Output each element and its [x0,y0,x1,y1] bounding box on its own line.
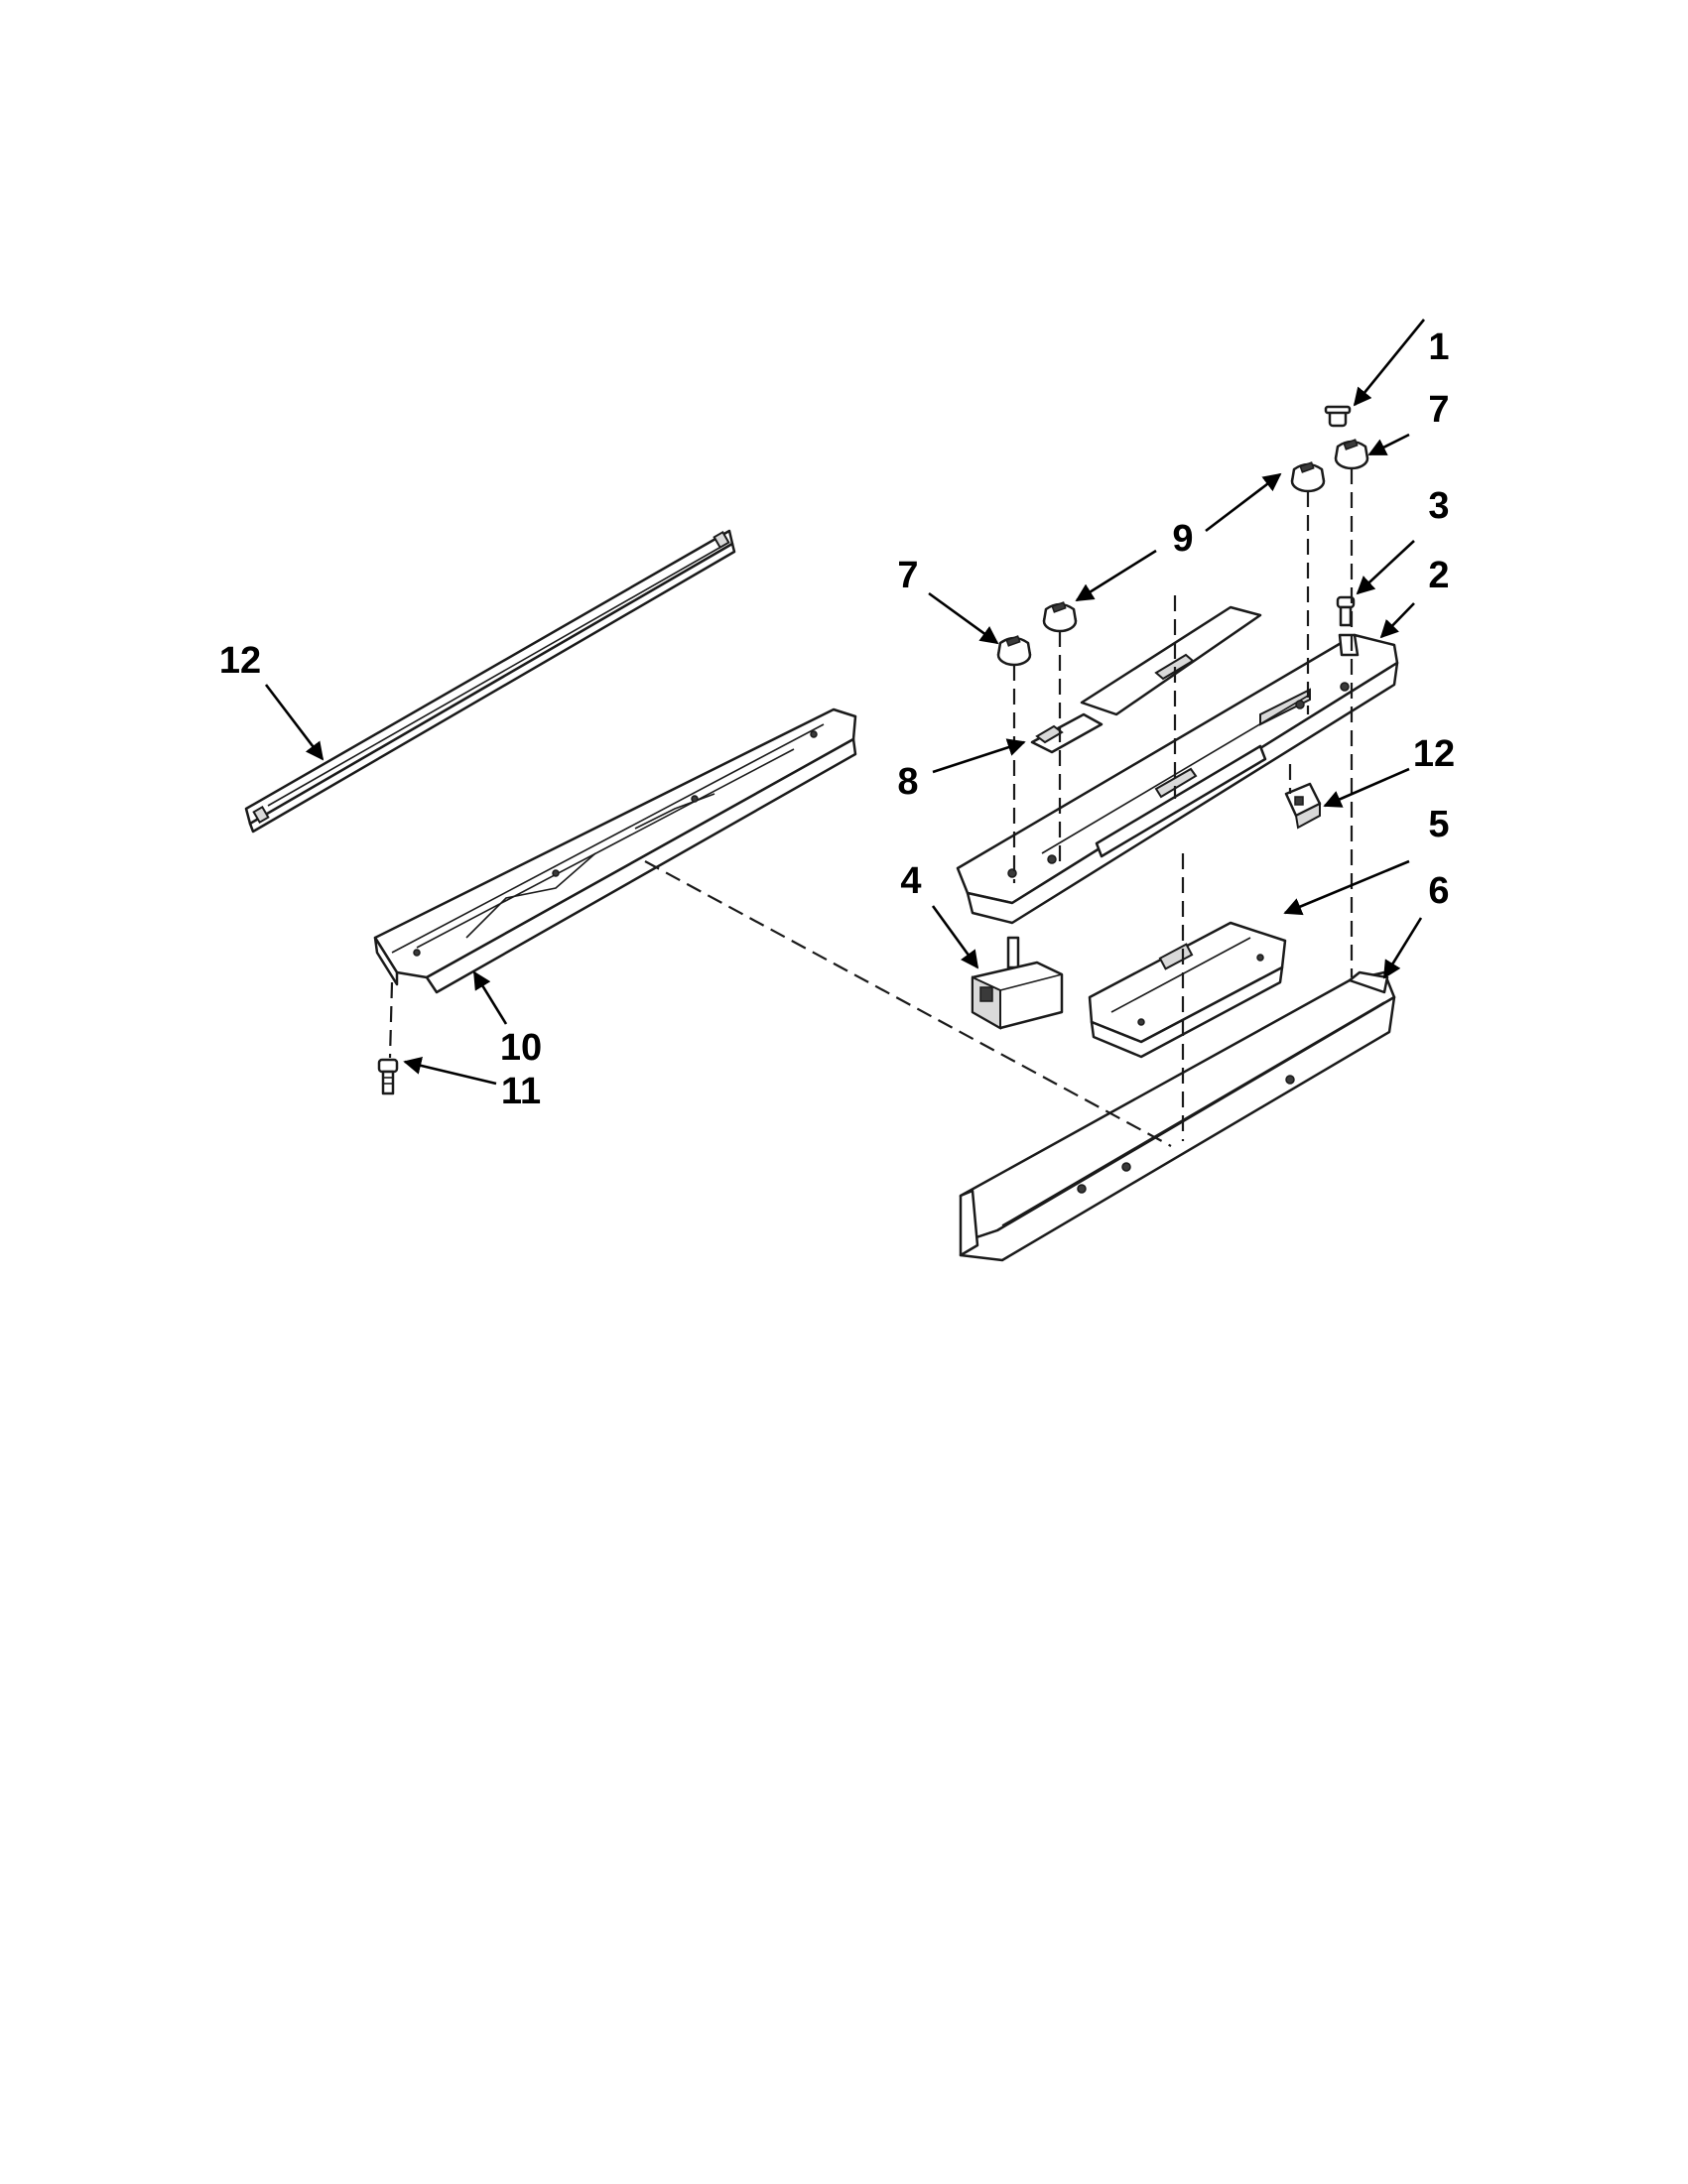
overlay-membrane-part [1030,605,1262,754]
knob-part-7-left [996,635,1032,667]
screw-part-3 [1336,595,1356,627]
callout-labels: 1 7 9 3 7 2 12 8 12 5 4 6 10 11 [219,326,1455,1112]
control-board-part-5 [1088,921,1287,1059]
assembly-lines [644,468,1354,1147]
callout-12-left: 12 [219,640,261,682]
knob-part-9-left [1042,601,1078,633]
callout-3: 3 [1428,485,1449,527]
callout-7-right: 7 [1428,389,1449,431]
callout-5: 5 [1428,804,1449,845]
knob-part-9-right [1290,461,1326,493]
callout-4: 4 [900,860,921,902]
callout-11: 11 [501,1071,541,1112]
channel-bracket-part [373,707,857,994]
button-part-1 [1324,405,1352,428]
leader-lines [264,319,1426,1086]
callout-6: 6 [1428,870,1449,912]
callout-9: 9 [1172,518,1193,560]
callout-10: 10 [500,1027,542,1069]
callout-2: 2 [1428,555,1449,596]
callout-7-left: 7 [897,555,918,596]
callout-12-right: 12 [1413,733,1455,775]
control-panel-part [956,633,1399,925]
infinite-switch-part-4 [971,936,1064,1030]
callout-8: 8 [897,761,918,803]
knob-part-7-right [1334,439,1369,470]
lower-trim-part-6 [959,970,1396,1262]
trim-strip-part [244,529,736,834]
callout-1: 1 [1428,326,1449,368]
screw-alignment-line [388,981,394,1059]
screw-part-11 [377,1058,399,1095]
switch-part-12 [1284,782,1322,830]
